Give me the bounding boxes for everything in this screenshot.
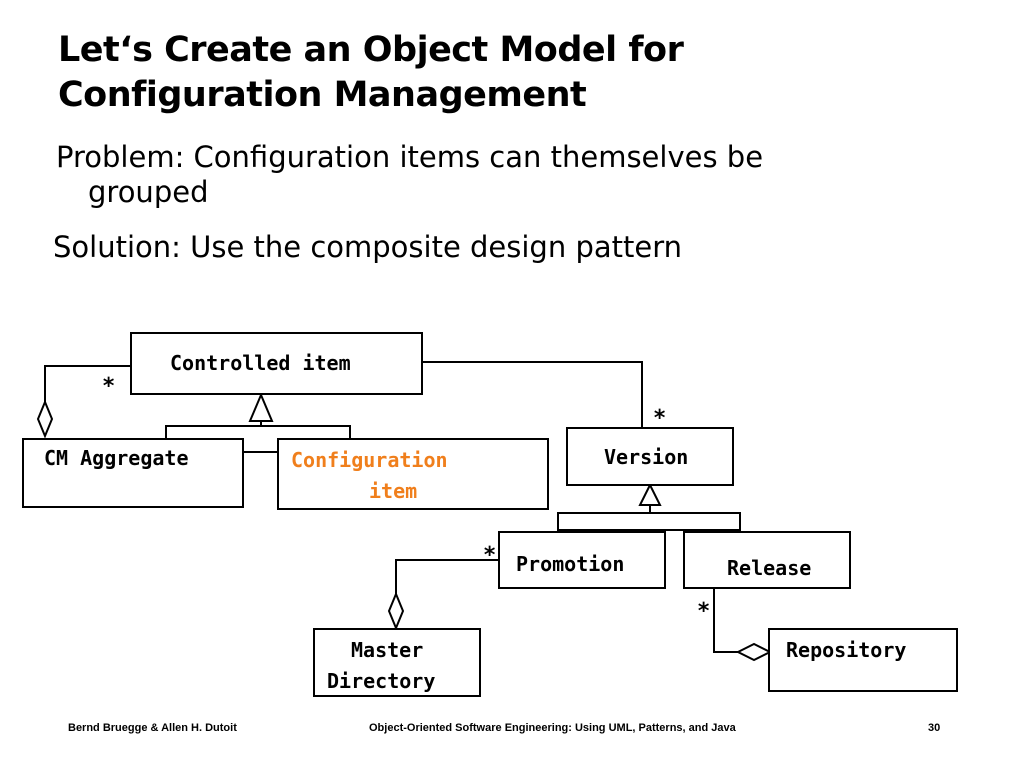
class-configuration-item-label-line-1: Configuration: [291, 448, 448, 472]
class-master-directory-label-line-1: Master: [351, 638, 424, 662]
problem-bullet: Problem: Configuration items can themsel…: [56, 140, 763, 210]
slide-title-line-2: Configuration Management: [58, 75, 587, 115]
version-inheritance-triangle-icon: [638, 482, 662, 506]
solution-bullet: Solution: Use the composite design patte…: [53, 230, 682, 264]
class-configuration-item-label-line-2: item: [369, 479, 418, 503]
class-version-label: Version: [604, 445, 689, 469]
version-inheritance-bar: [557, 512, 741, 531]
class-cm-aggregate: CM Aggregate: [22, 438, 244, 508]
multiplicity-master-directory-promotions: *: [483, 543, 497, 568]
repository-diamond-icon: [735, 642, 773, 662]
class-master-directory-label-line-2: Directory: [327, 669, 436, 693]
version-association-line: [422, 361, 643, 428]
problem-bullet-line-2: grouped: [88, 175, 209, 209]
master-directory-diamond-icon: [387, 591, 405, 631]
footer-page-number: 30: [928, 722, 941, 734]
controlled-item-inheritance-triangle-icon: [248, 392, 274, 422]
multiplicity-controlled-item-versions: *: [653, 406, 667, 431]
problem-bullet-line-1: Problem: Configuration items can themsel…: [56, 140, 764, 174]
class-configuration-item: Configuration item: [277, 438, 549, 510]
class-release: Release: [683, 531, 851, 589]
class-controlled-item-label: Controlled item: [170, 351, 351, 375]
multiplicity-repository-releases: *: [697, 599, 711, 624]
slide-title: Let‘s Create an Object Model for Configu…: [58, 28, 958, 118]
class-version: Version: [566, 427, 734, 486]
slide-title-line-1: Let‘s Create an Object Model for: [58, 30, 684, 70]
class-controlled-item: Controlled item: [130, 332, 423, 395]
class-promotion: Promotion: [498, 531, 666, 589]
class-release-label: Release: [727, 556, 812, 580]
aggregate-association-line: [44, 365, 130, 402]
class-repository-label: Repository: [786, 638, 907, 662]
class-repository: Repository: [768, 628, 958, 692]
footer-authors: Bernd Bruegge & Allen H. Dutoit: [68, 722, 237, 734]
multiplicity-aggregate-children: *: [102, 374, 116, 399]
class-cm-aggregate-label: CM Aggregate: [44, 446, 189, 470]
class-promotion-label: Promotion: [516, 552, 625, 576]
repository-association-line: [713, 589, 738, 653]
aggregate-diamond-icon: [36, 399, 54, 439]
class-master-directory: Master Directory: [313, 628, 481, 697]
footer-book-title: Object-Oriented Software Engineering: Us…: [369, 722, 736, 734]
